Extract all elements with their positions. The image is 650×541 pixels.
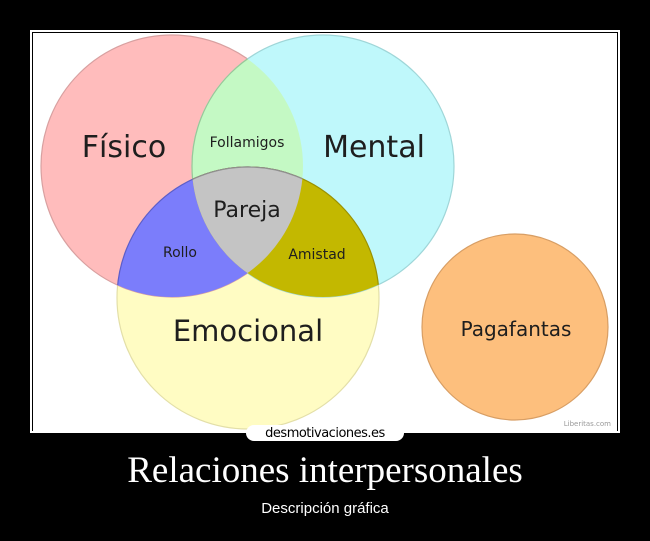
region-pareja	[192, 166, 303, 297]
venn-diagram-image: Físico Mental Emocional Follamigos Rollo…	[33, 33, 617, 431]
poster-subtitle: Descripción gráfica	[261, 500, 389, 517]
label-mental: Mental	[323, 130, 425, 165]
label-amistad: Amistad	[288, 247, 345, 263]
venn-diagram: Físico Mental Emocional Follamigos Rollo…	[40, 34, 609, 430]
image-credit: Liberitas.com	[563, 420, 611, 428]
label-rollo: Rollo	[163, 245, 197, 261]
outside-circle-pagafantas	[421, 233, 609, 421]
label-pagafantas: Pagafantas	[461, 317, 572, 341]
site-watermark: desmotivaciones.es	[246, 425, 404, 441]
poster-title: Relaciones interpersonales	[127, 450, 523, 491]
label-follamigos: Follamigos	[210, 135, 285, 151]
label-fisico: Físico	[82, 130, 166, 165]
label-pareja: Pareja	[213, 198, 280, 223]
label-emocional: Emocional	[173, 314, 323, 348]
